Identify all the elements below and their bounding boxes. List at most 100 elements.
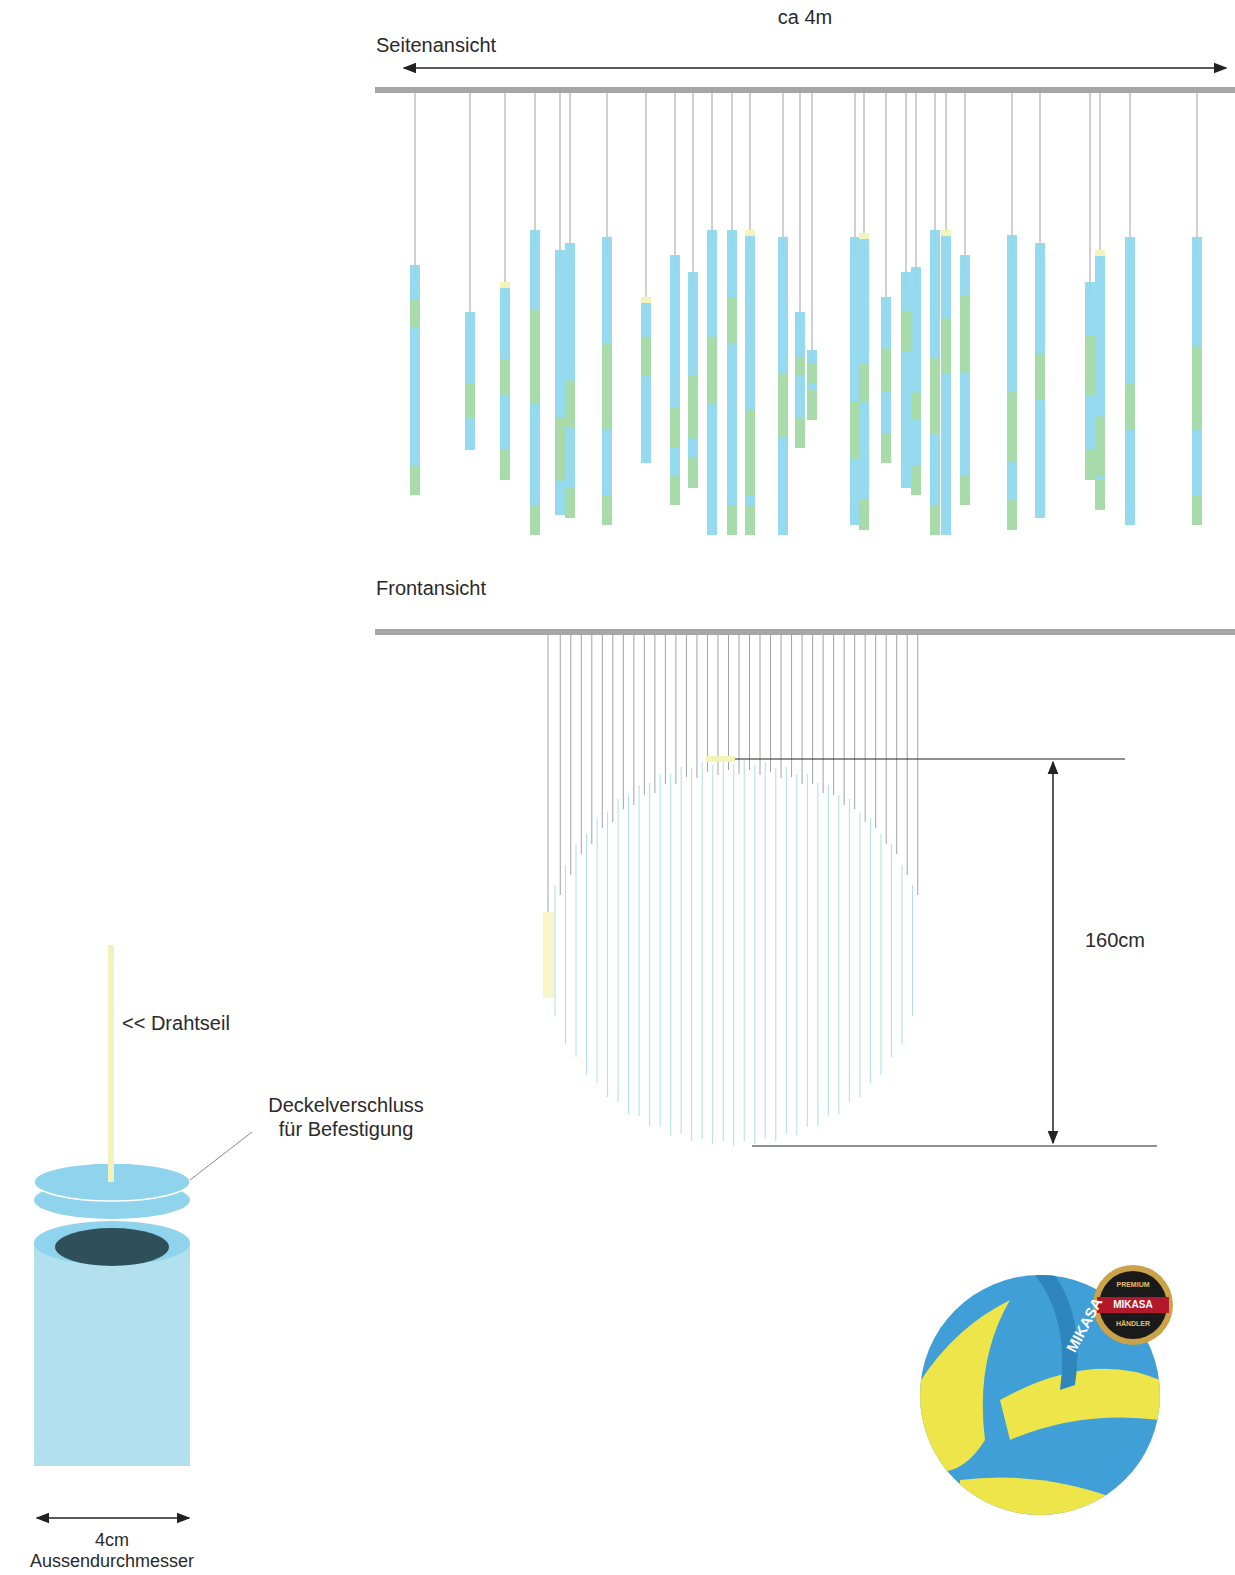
dimension-text: ca 4m (778, 5, 832, 29)
wire-rope (906, 93, 907, 292)
tube-pattern (500, 282, 510, 288)
wire-rope (548, 635, 549, 912)
wire-rope (760, 635, 761, 775)
wire-rope (570, 93, 571, 263)
tube-pattern (500, 359, 510, 395)
strip-edge (891, 844, 892, 1057)
strip-edge (838, 795, 839, 1114)
wire-rope (896, 635, 897, 854)
tube-pattern (1007, 500, 1017, 530)
wire-rope (781, 635, 782, 778)
tube (930, 230, 940, 535)
tube-pattern (901, 311, 911, 352)
wire-rope (750, 93, 751, 250)
tube-pattern (565, 381, 575, 428)
wire-rope (965, 93, 966, 275)
wire-rope (1012, 93, 1013, 255)
tube-pattern (745, 230, 755, 236)
ceiling-bar (375, 629, 1235, 635)
tube (795, 312, 805, 448)
wire-rope (812, 635, 813, 784)
strip-edge (733, 764, 734, 1146)
tube (670, 255, 680, 505)
tube (707, 230, 717, 535)
tube-pattern (960, 475, 970, 505)
wire-rope (633, 635, 634, 805)
strip-edge (796, 774, 797, 1135)
tube (1035, 243, 1045, 518)
tube (911, 267, 921, 495)
tube-body (34, 1242, 190, 1466)
wire-rope (791, 635, 792, 777)
dimension-line (752, 1146, 1157, 1147)
tube-pattern (727, 505, 737, 535)
wire-rope (749, 635, 750, 770)
tube-pattern (555, 417, 565, 481)
tube (941, 230, 951, 535)
volleyball-photo (915, 1265, 1173, 1520)
strip-edge (565, 865, 566, 1044)
wire-rope (686, 635, 687, 777)
tube-pattern (859, 233, 869, 239)
tube-pattern (500, 450, 510, 480)
wire-rope (654, 635, 655, 793)
wire-rope (854, 635, 855, 809)
strip-edge (765, 762, 766, 1139)
tube (901, 272, 911, 488)
strip-edge (597, 818, 598, 1083)
strip-edge (555, 885, 556, 1016)
wire-rope (833, 635, 834, 795)
wire-rope (812, 93, 813, 370)
strip-edge (775, 768, 776, 1141)
tube-pattern (688, 458, 698, 488)
side-view-tubes (410, 93, 1202, 535)
strip-edge (586, 834, 587, 1075)
wire-rope (570, 635, 571, 875)
tube-pattern (745, 410, 755, 495)
tube (727, 230, 737, 535)
wire-rope (623, 635, 624, 809)
wire-rope (800, 93, 801, 332)
wire-rope (916, 93, 917, 287)
strip-edge (754, 765, 755, 1144)
wire-rope (823, 635, 824, 793)
tube-pattern (565, 488, 575, 518)
tube (1007, 235, 1017, 530)
tube-pattern (859, 500, 869, 530)
tube-pattern (911, 465, 921, 495)
diameter-dimension (37, 1517, 189, 1519)
tube-pattern (727, 297, 737, 343)
wire-rope (732, 93, 733, 250)
tube-pattern (941, 230, 951, 236)
tube-pattern (881, 433, 891, 463)
strip-edge (576, 844, 577, 1057)
dimension-text: 160cm (1085, 928, 1145, 952)
wire-rope (739, 635, 740, 774)
wire-rope (646, 93, 647, 317)
tube-pattern (1085, 335, 1095, 394)
tube-pattern (465, 384, 475, 419)
strip-edge (817, 783, 818, 1126)
tube (745, 230, 755, 535)
strip-edge (849, 799, 850, 1102)
front-ball (540, 750, 940, 1160)
width-dimension (404, 67, 1226, 69)
view-title: Frontansicht (376, 576, 486, 600)
tube-pattern (602, 344, 612, 430)
tube (555, 250, 565, 515)
strip-edge (691, 768, 692, 1141)
tube (1125, 237, 1135, 525)
tube (1095, 250, 1105, 510)
wire-rope (693, 93, 694, 292)
strip-edge (744, 760, 745, 1141)
view-title: Seitenansicht (376, 33, 496, 57)
tube-pattern (530, 505, 540, 535)
tube-pattern (1192, 495, 1202, 525)
wire-rope (783, 93, 784, 257)
tube-pattern (859, 364, 869, 403)
strip-edge (628, 795, 629, 1114)
wire-rope (505, 93, 506, 302)
tube (881, 297, 891, 463)
tube-pattern (941, 318, 951, 373)
strip-edge (828, 785, 829, 1116)
